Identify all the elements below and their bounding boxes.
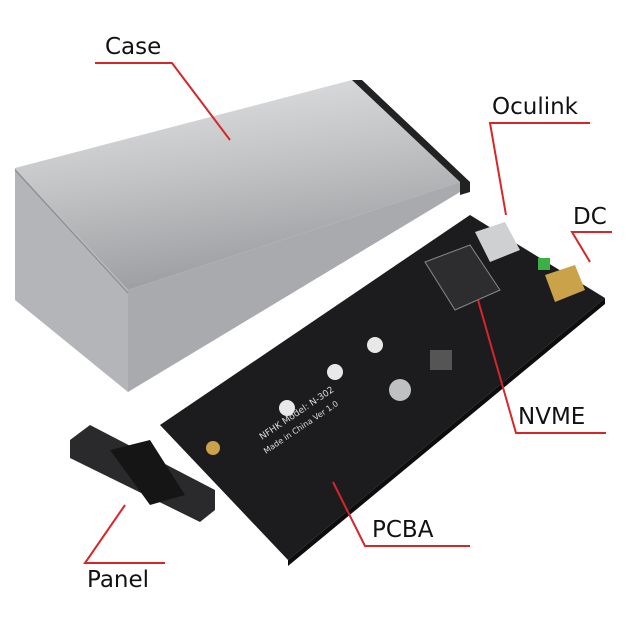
dc-label: DC [573, 204, 607, 230]
mount-hole [279, 400, 295, 416]
nvme-label: NVME [518, 404, 586, 430]
leader-lines [83, 62, 612, 564]
oculink-leader [488, 122, 590, 216]
led [538, 258, 550, 270]
pcba-label: PCBA [372, 517, 434, 543]
mount-hole [367, 337, 383, 353]
panel-label: Panel [87, 567, 150, 593]
panel-leader [83, 504, 165, 564]
oculink-port [475, 222, 520, 262]
pcba-board: NFHK Model: N-302 Made in China Ver 1.0 [160, 215, 605, 566]
nvme-leader [477, 299, 606, 434]
mount-hole [327, 364, 343, 380]
inductor [430, 350, 452, 370]
aluminum-case [14, 80, 470, 392]
standoff [206, 441, 220, 455]
dc-leader [570, 231, 612, 263]
dc-jack [545, 265, 585, 302]
pcba-leader [332, 481, 470, 547]
oculink-label: Oculink [492, 94, 579, 120]
capacitor [389, 379, 411, 401]
case-label: Case [105, 34, 162, 60]
case-leader [95, 62, 231, 141]
end-panel [70, 425, 215, 522]
nvme-slot [424, 244, 501, 311]
